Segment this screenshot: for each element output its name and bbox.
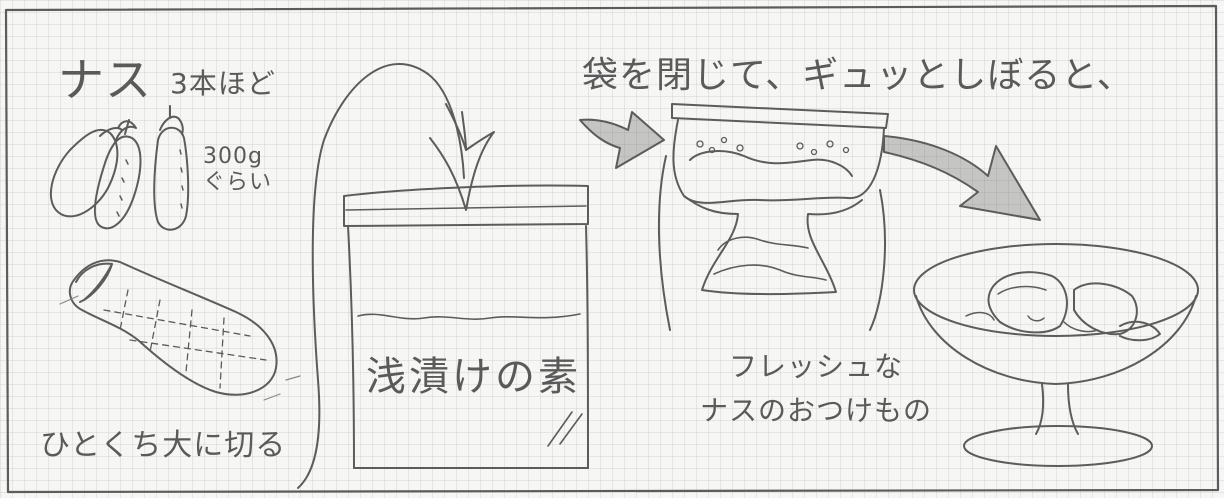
panel-frame — [4, 4, 1220, 494]
ingredient-count: 3本ほど — [170, 67, 276, 100]
ingredient-weight: 300g ぐらい — [203, 144, 273, 195]
squeeze-arrow-left-icon — [579, 111, 665, 169]
bag-label: 浅漬けの素 — [366, 354, 581, 400]
ingredient-heading: ナス — [58, 53, 152, 107]
squeeze-instruction: 袋を閉じて、ギュッとしぼると、 — [582, 55, 1134, 96]
result-caption: フレッシュな ナスのおつけもの — [700, 350, 933, 427]
ziplock-bag-icon — [343, 184, 589, 469]
cut-instruction: ひとくち大に切る — [40, 428, 287, 463]
eggplant-group-icon — [49, 105, 190, 231]
squeezed-bag-icon — [657, 103, 889, 331]
cut-eggplant-icon — [59, 259, 301, 401]
arrow-to-bowl-icon — [883, 135, 1041, 221]
serving-bowl-icon — [913, 243, 1199, 467]
arrow-into-bag-icon — [297, 63, 495, 489]
